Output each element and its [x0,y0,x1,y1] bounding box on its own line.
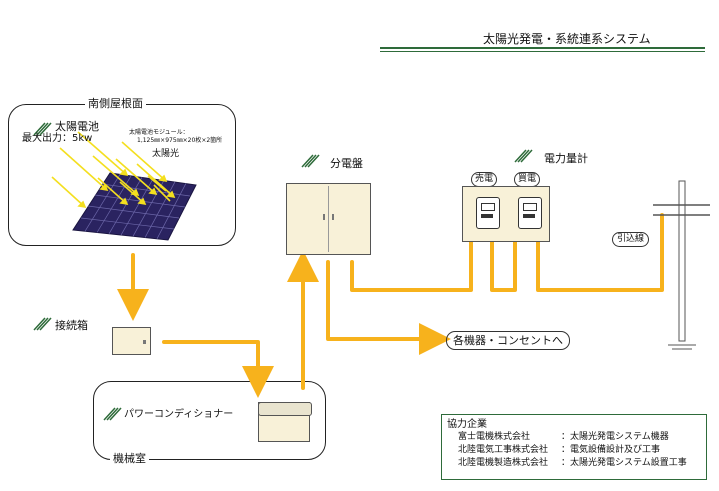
junction-box [112,327,151,355]
module-spec-line2: 1,125㎜×975㎜×20枚×2箇所 [137,137,223,144]
distribution-board-label: 分電盤 [330,157,363,170]
wire-junction-to-conditioner [162,340,274,398]
solar-panel [72,172,197,241]
outlets-label: 各機器・コンセントへ [446,331,570,350]
watt-hour-meter-label: 電力量計 [544,152,588,165]
junction-box-label: 接続箱 [55,319,88,332]
partner-company: 北陸電気工事株式会社 [458,445,549,455]
meter-box [462,186,550,242]
title-underline-thin [380,51,705,52]
partners-box: 協力企業 富士電機株式会社 ：太陽光発電システム機器 北陸電気工事株式会社 ：電… [441,414,707,480]
roof-area-label: 南側屋根面 [85,98,146,109]
partner-role: ：太陽光発電システム設置工事 [561,458,687,468]
max-output-label: 最大出力：5kw [22,133,93,144]
distribution-board [286,183,371,255]
module-spec-line1: 太陽電池モジュール： [129,129,189,136]
wiring [117,213,664,398]
label-leaders [33,122,533,421]
wire-meter-to-service [536,213,664,292]
service-drop-label: 引込線 [612,232,650,247]
partner-company: 北陸電機製造株式会社 [458,458,549,468]
solar-cell-label: 太陽電池 [55,120,99,133]
buy-meter-label: 買電 [514,172,541,187]
power-conditioner [258,402,312,442]
sell-meter-label: 売電 [471,172,498,187]
partners-title: 協力企業 [447,419,487,430]
sunlight-label: 太陽光 [152,149,180,159]
utility-pole [653,180,710,350]
wire-board-to-sell-meter [350,238,473,292]
wire-meter-link [490,238,517,292]
sun-rays [51,131,176,209]
machine-room-label: 機械室 [110,453,149,464]
partner-role: ：太陽光発電システム機器 [561,432,669,442]
partner-company: 富士電機株式会社 [458,432,531,442]
title-underline [380,47,705,49]
wire-board-to-outlets [326,260,451,355]
buy-meter [518,197,542,229]
sell-meter [476,197,500,229]
partner-role: ：電気設備設計及び工事 [561,445,661,455]
page-title: 太陽光発電・系統連系システム [483,32,651,46]
power-conditioner-label: パワーコンディショナー [124,409,234,420]
